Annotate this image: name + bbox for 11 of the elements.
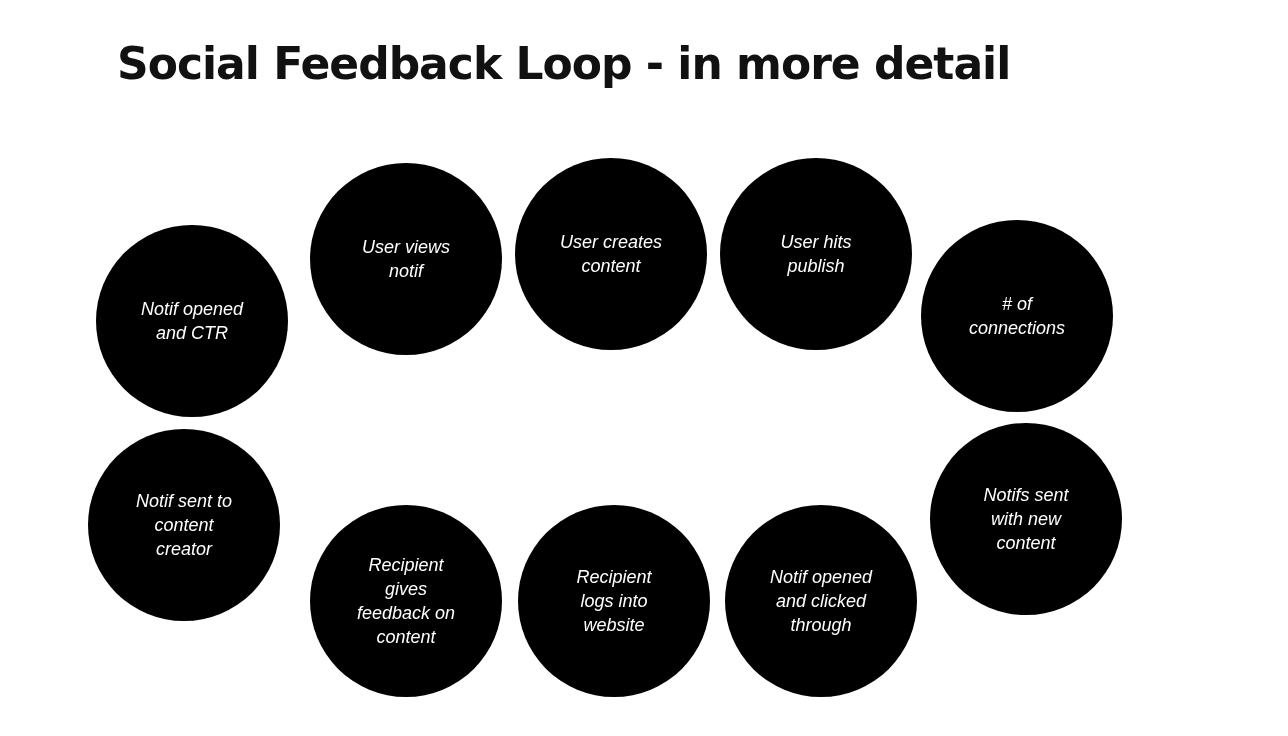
title: Social Feedback Loop - in more detail (117, 38, 1011, 89)
step-label: Notif sent to content creator (134, 490, 233, 561)
step-label: Notif opened and CTR (139, 298, 245, 345)
step-label: User views notif (361, 236, 451, 283)
step-label: # of connections (967, 293, 1067, 340)
step-label: User creates content (558, 231, 663, 278)
step-label: Notifs sent with new content (982, 484, 1070, 555)
step-label: Recipient gives feedback on content (355, 554, 457, 649)
step-label: Recipient logs into website (575, 566, 653, 637)
step-label: User hits publish (779, 231, 853, 278)
step-label: Notif opened and clicked through (768, 566, 874, 637)
